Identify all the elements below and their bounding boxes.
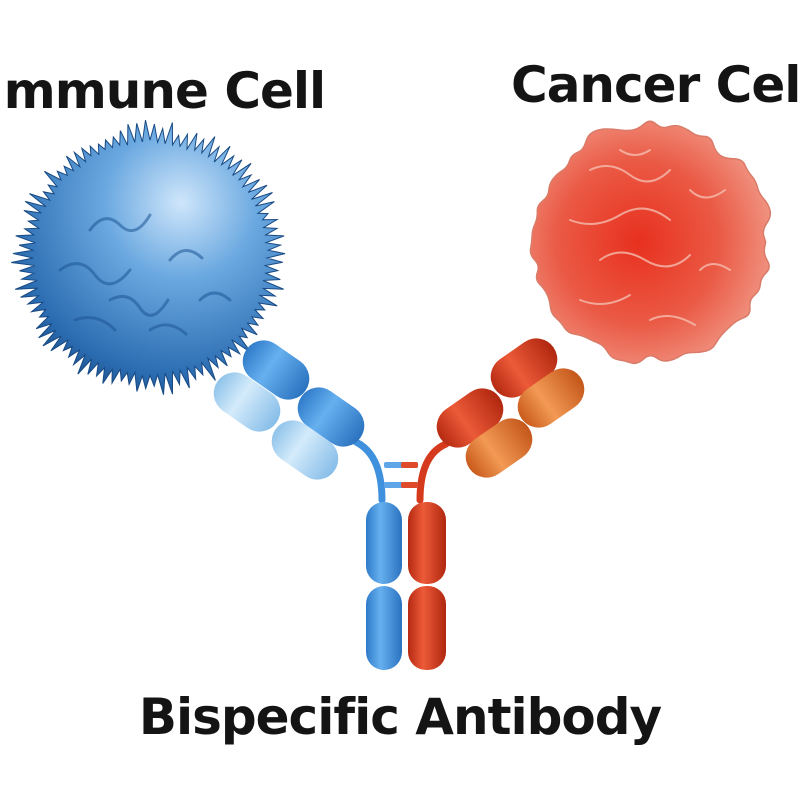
light-chain-domain-orange <box>465 418 533 478</box>
heavy-chain-domain-blue <box>297 387 365 447</box>
cancer-cell-label: Cancer Cell <box>511 56 800 114</box>
fc-domain-blue <box>366 586 402 670</box>
cancer-cell-texture <box>569 149 731 326</box>
bispecific-antibody-label: Bispecific Antibody <box>138 688 662 746</box>
bispecific-antibody <box>213 338 585 670</box>
light-chain-domain-light-blue <box>213 372 281 432</box>
cancer-cell-surface <box>529 120 772 365</box>
fc-domain-red <box>408 586 446 670</box>
cancer-cell <box>529 120 772 365</box>
fc-domain-blue <box>366 502 402 584</box>
immune-cell-surface <box>11 119 286 395</box>
light-chain-domain-orange <box>517 368 585 428</box>
heavy-chain-domain-red <box>436 388 504 448</box>
immune-cell-texture <box>58 213 232 336</box>
light-chain-domain-light-blue <box>271 420 339 480</box>
heavy-chain-domain-red <box>490 338 558 398</box>
immune-cell <box>11 119 286 395</box>
immune-cell-label: Immune Cell <box>0 62 326 120</box>
heavy-chain-domain-blue <box>242 340 310 400</box>
fc-domain-red <box>408 502 446 584</box>
antibody-hinge-left <box>352 438 386 504</box>
antibody-hinge-right <box>416 440 450 504</box>
